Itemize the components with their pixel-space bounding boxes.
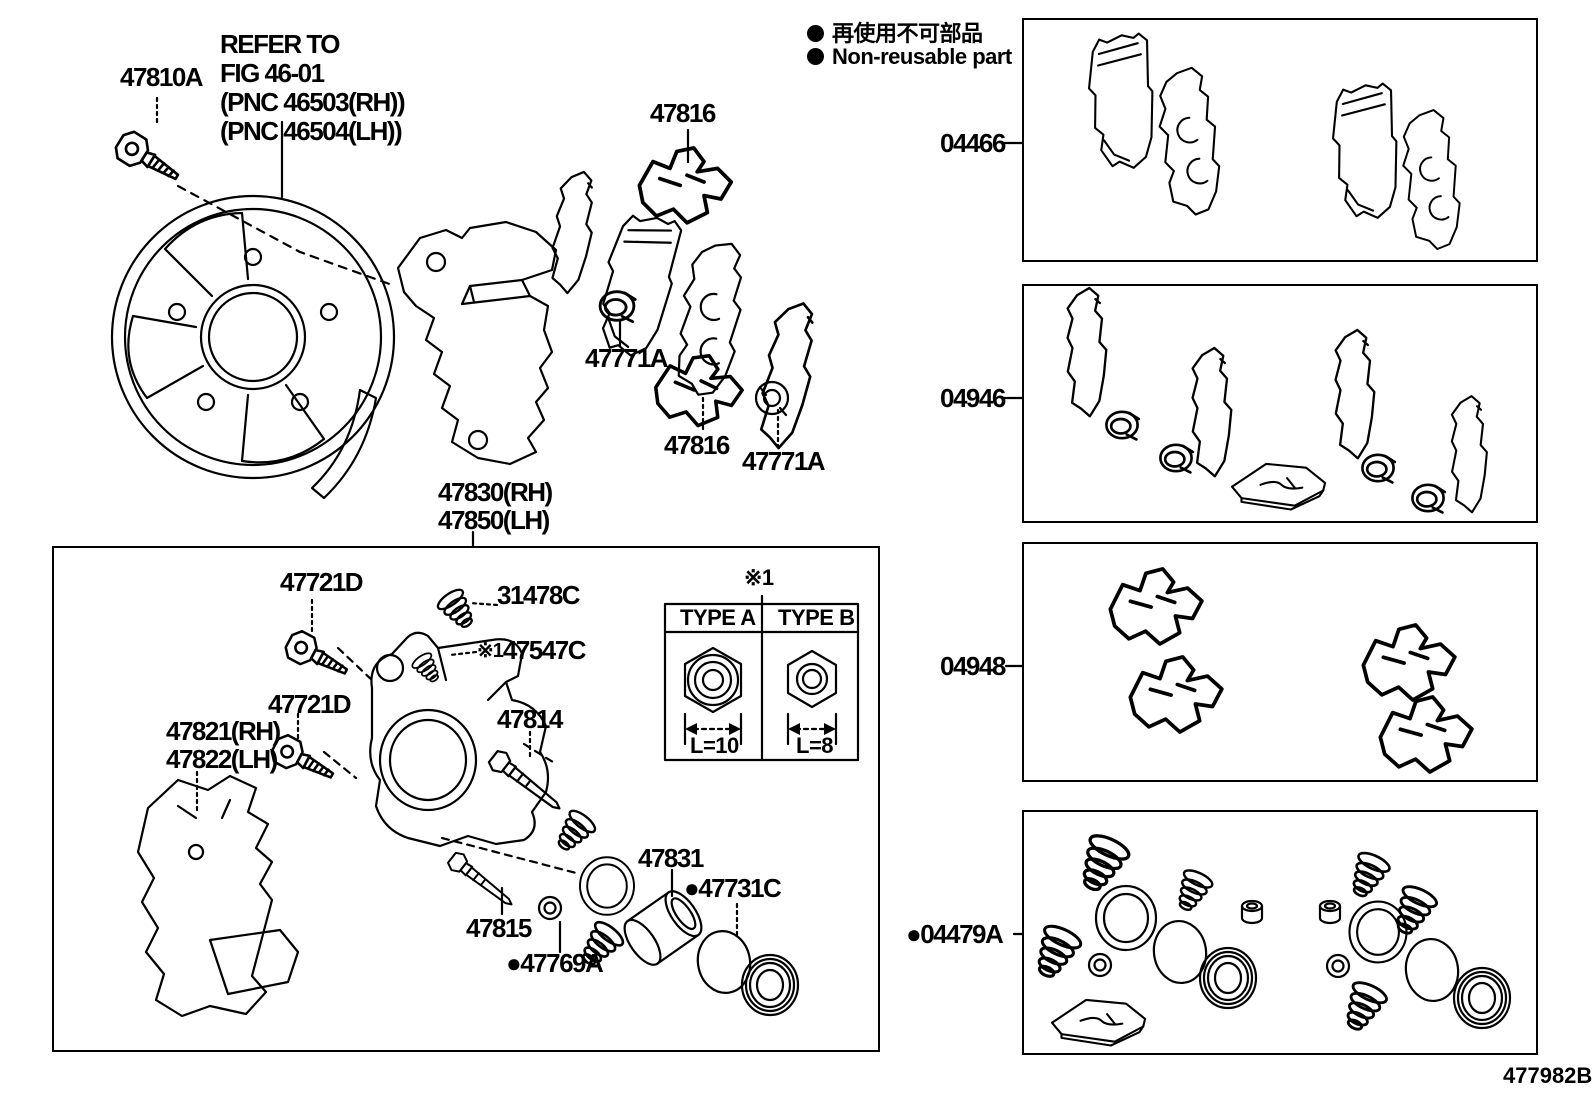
part-label-31478c: 31478C	[497, 580, 581, 610]
kit-04466-parts	[1082, 31, 1466, 253]
figure-code: 477982B	[1503, 1063, 1592, 1088]
kit-label-04948: 04948	[940, 651, 1006, 681]
caliper-assembly-box	[52, 546, 880, 1052]
piston-part	[623, 890, 703, 966]
kit-label-04946: 04946	[940, 383, 1006, 413]
backing-plate-part	[110, 194, 396, 480]
kit-connector-lines	[1002, 141, 1024, 936]
kit-04946-parts	[1060, 285, 1493, 515]
kit-label-04479a: ●04479A	[906, 919, 1004, 949]
refer-note-line4: (PNC 46504(LH))	[220, 116, 403, 146]
part-label-47816-bottom: 47816	[664, 430, 730, 460]
main-assembly-art	[110, 96, 820, 548]
kit-box-art	[1002, 31, 1512, 1047]
brake-pad-inner	[592, 209, 684, 362]
type-a-nut	[683, 646, 743, 714]
slide-pin-lower-part	[444, 849, 519, 914]
caliper-body-part	[369, 631, 550, 848]
part-label-47815: 47815	[466, 913, 532, 943]
non-reusable-dot-icon	[807, 25, 824, 42]
kit-box-04946	[1022, 284, 1538, 523]
part-label-47810a: 47810A	[120, 62, 204, 92]
kit-04948-parts	[1106, 565, 1476, 777]
kit-04479a-parts	[1025, 829, 1512, 1047]
part-label-47547c: ※147547C	[477, 635, 587, 665]
mounting-lh: 47822(LH)	[166, 744, 278, 774]
torque-plate-part	[136, 774, 300, 1018]
pad-support-plate-top	[637, 146, 734, 225]
type-b-header: TYPE B	[778, 605, 855, 630]
caliper-bracket-part	[396, 220, 558, 466]
pad-clip-left	[598, 290, 637, 324]
part-label-47721d-upper: 47721D	[280, 567, 364, 597]
assembly-dashed-line	[176, 184, 397, 288]
bolt-47810a	[110, 126, 187, 192]
pad-shim-right	[755, 298, 820, 452]
kit-box-04948	[1022, 542, 1538, 782]
kit-box-04466	[1022, 18, 1538, 262]
type-table-ref-mark: ※1	[744, 565, 774, 590]
slide-pin-upper-part	[485, 746, 568, 819]
type-b-length: L=8	[796, 733, 834, 758]
caliper-bolt-upper	[280, 626, 355, 686]
part-label-47821-47822: 47821(RH) 47822(LH)	[166, 716, 281, 774]
part-label-47771a-left: 47771A	[585, 343, 669, 373]
part-label-47831: 47831	[638, 843, 704, 873]
pad-clip-right	[754, 380, 790, 417]
part-label-47816-top: 47816	[650, 98, 716, 128]
type-a-dimension-arrow	[683, 712, 743, 746]
caliper-assy-lh: 47850(LH)	[438, 505, 550, 535]
main-leader-lines	[155, 96, 780, 548]
piston-dust-boot	[579, 856, 635, 916]
type-b-dimension-arrow	[786, 712, 838, 746]
bush-part	[537, 895, 563, 921]
refer-note-line3: (PNC 46503(RH))	[220, 87, 406, 117]
mounting-rh: 47821(RH)	[166, 716, 281, 746]
legend-jp-text: 再使用不可部品	[832, 21, 983, 46]
part-label-47771a-right: 47771A	[742, 446, 826, 476]
refer-note-line1: REFER TO	[220, 29, 340, 59]
caliper-box-art	[136, 585, 860, 1018]
bleeder-plug-part	[433, 585, 482, 635]
kit-label-04466: 04466	[940, 128, 1006, 158]
splash-shield-segment	[310, 388, 378, 500]
kit-box-04479a	[1022, 810, 1538, 1055]
ref-mark-1: ※1	[477, 640, 504, 662]
part-label-47731c: ●47731C	[684, 873, 782, 903]
legend-en-text: Non-reusable part	[832, 44, 1012, 69]
non-reusable-dot-icon	[807, 48, 824, 65]
part-label-47769a: ●47769A	[506, 948, 604, 978]
cylinder-boot-part	[740, 953, 800, 1017]
slide-pin-boot-upper	[548, 806, 600, 859]
refer-note-line2: FIG 46-01	[220, 58, 325, 88]
pad-shim-left	[548, 169, 598, 296]
part-label-47830-47850: 47830(RH) 47850(LH)	[438, 477, 553, 535]
part-label-47814: 47814	[497, 704, 563, 734]
type-a-header: TYPE A	[680, 605, 756, 630]
part-label-47721d-lower: 47721D	[268, 689, 352, 719]
caliper-leader-lines	[195, 598, 739, 954]
part-number-47547c: 47547C	[502, 635, 587, 665]
type-b-nut	[786, 649, 838, 709]
brake-pad-outer	[669, 237, 751, 400]
caliper-dashed-lines	[322, 646, 582, 876]
refer-note: REFER TO FIG 46-01 (PNC 46503(RH)) (PNC …	[220, 29, 406, 146]
caliper-assy-rh: 47830(RH)	[438, 477, 553, 507]
type-table-art	[663, 594, 860, 762]
type-a-length: L=10	[690, 733, 739, 758]
